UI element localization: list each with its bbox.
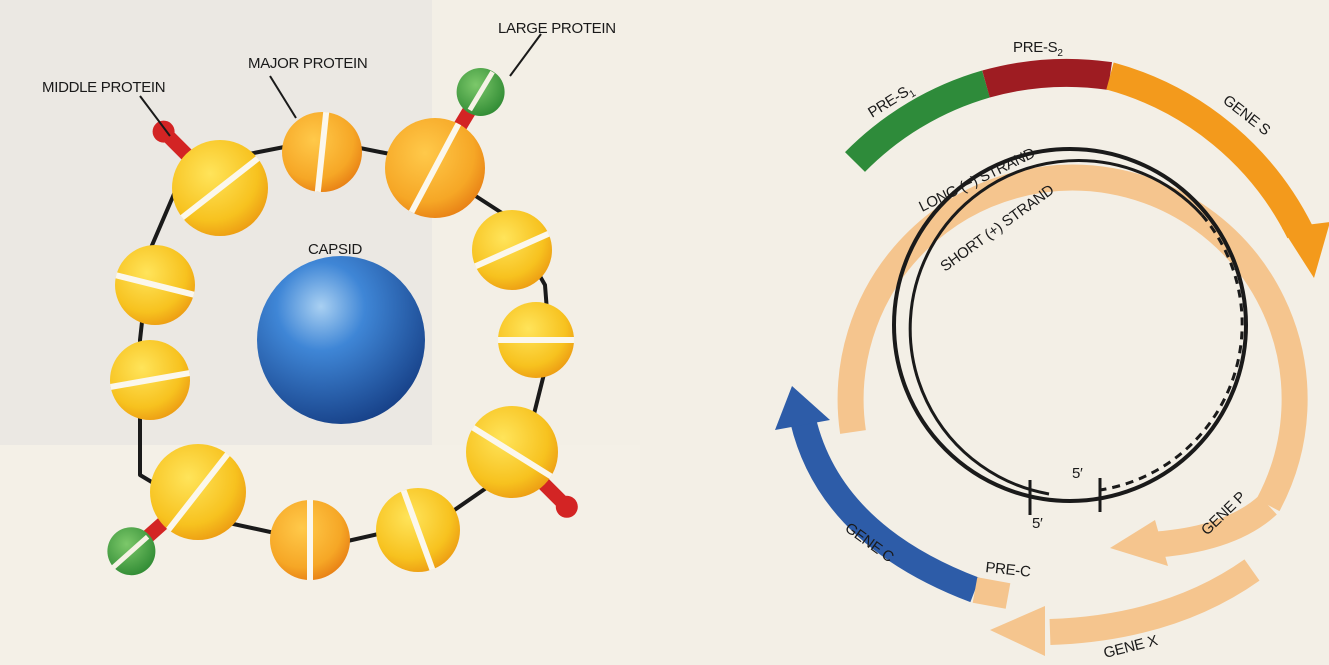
- label-capsid: CAPSID: [308, 241, 363, 258]
- short-strand-dashed: [1100, 215, 1242, 490]
- genome-map-figure: PRE-S1 PRE-S2 GENE S LONG (−) STRAND SHO…: [775, 39, 1329, 662]
- envelope-protein: [110, 340, 190, 420]
- label-middle-protein: MIDDLE PROTEIN: [42, 79, 165, 96]
- label-large-protein: LARGE PROTEIN: [498, 20, 616, 37]
- label-pre-c: PRE-C: [985, 559, 1032, 581]
- label-five-prime-outer: 5′: [1032, 515, 1043, 532]
- envelope-protein: [270, 500, 350, 580]
- gene-x-arc: [1050, 570, 1252, 632]
- envelope-protein: [498, 302, 574, 378]
- label-five-prime-inner: 5′: [1072, 465, 1083, 482]
- capsid-sphere: [257, 256, 425, 424]
- gene-c-arc: [803, 420, 975, 590]
- envelope-protein: [115, 245, 195, 325]
- pre-s1-arc: [855, 84, 986, 162]
- major-protein: [282, 112, 362, 192]
- label-major-protein: MAJOR PROTEIN: [248, 55, 367, 72]
- pre-c-arc: [975, 590, 1008, 596]
- leader-large-protein: [510, 34, 541, 76]
- virus-particle-figure: LARGE PROTEIN MAJOR PROTEIN MIDDLE PROTE…: [0, 0, 640, 665]
- label-pre-s2: PRE-S2: [1013, 39, 1063, 59]
- gene-c-arrowhead: [775, 386, 830, 430]
- envelope-protein: [472, 210, 552, 290]
- envelope-protein: [376, 488, 460, 572]
- gene-p-arc: [851, 178, 1295, 505]
- pre-s2-arc: [986, 73, 1110, 84]
- gene-s-arrowhead: [1282, 222, 1329, 278]
- gene-x-arrowhead: [990, 606, 1045, 656]
